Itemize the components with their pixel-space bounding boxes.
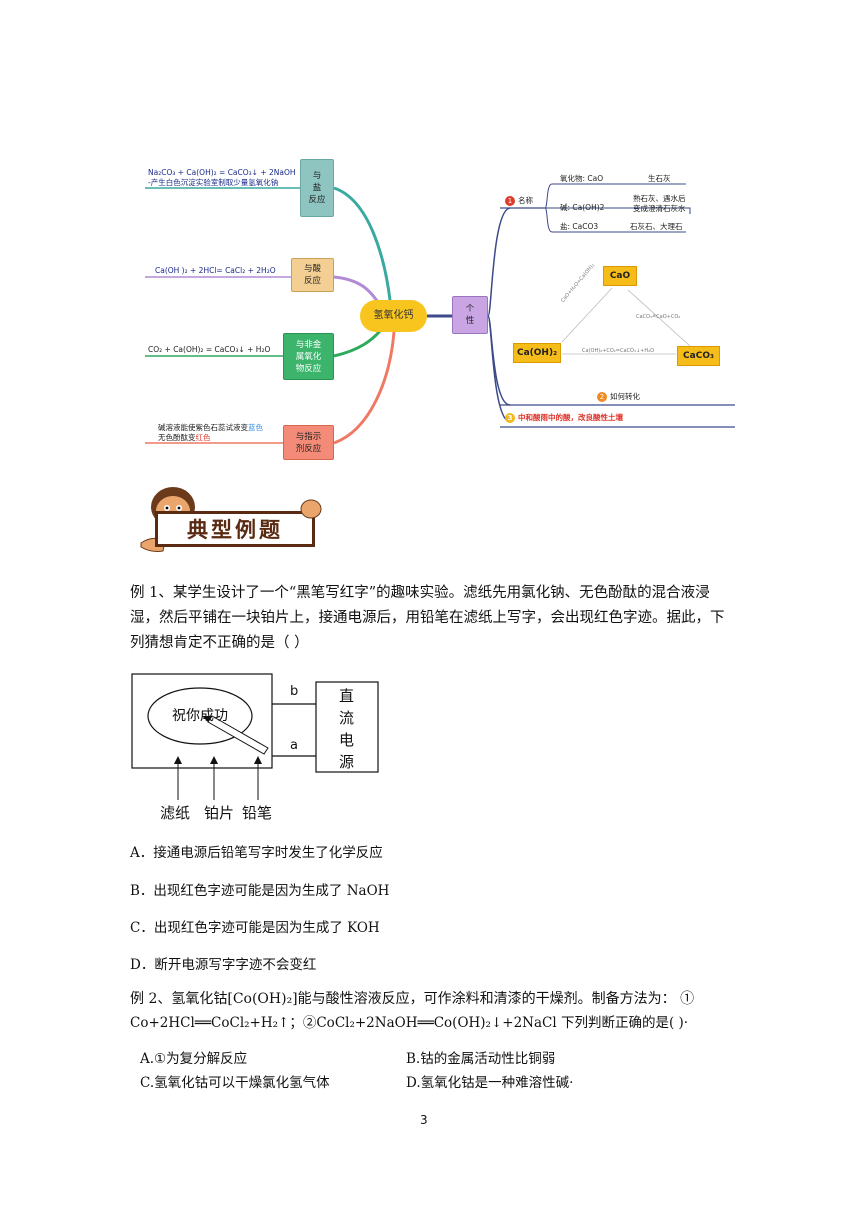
reaction-caoh2-to-caco3: Ca(OH)₂+CO₂=CaCO₃↓+H₂O — [582, 348, 655, 354]
node-oxide-reaction: 与非金 属氧化 物反应 — [283, 333, 334, 380]
node-indicator-reaction: 与指示 剂反应 — [283, 425, 334, 460]
apparatus-lines — [131, 673, 379, 800]
mind-map: Na₂CO₃ + Ca(OH)₂ = CaCO₃↓ + 2NaOH -产生白色沉… — [0, 0, 860, 470]
pencil-label: 铅笔 — [242, 804, 273, 822]
typical-examples-banner: 典型例题 — [135, 481, 322, 566]
example-1-option-c: C．出现红色字迹可能是因为生成了 KOH — [130, 920, 380, 936]
example-1-option-a: A．接通电源后铅笔写字时发生了化学反应 — [130, 845, 383, 861]
number-badge-2: 2 — [597, 392, 607, 402]
example-2-question-line-2: Co+2HCl══CoCl₂+H₂↑；②CoCl₂+2NaOH══Co(OH)₂… — [130, 1015, 689, 1031]
number-badge-3: 3 — [505, 413, 515, 423]
example-2-option-d: D.氢氧化钴是一种难溶性碱· — [406, 1075, 574, 1091]
number-badge-1: 1 — [505, 196, 515, 206]
power-label-1: 直 — [339, 687, 355, 705]
node-individuality: 个 性 — [452, 296, 488, 334]
salt-note: -产生白色沉淀实验室制取少量氢氧化钠 — [148, 178, 279, 187]
box-caco3: CaCO₃ — [677, 346, 720, 366]
indicator-line-2: 无色酚酞变红色 — [158, 433, 211, 442]
terminal-a-label: a — [290, 738, 298, 753]
example-1-question: 例 1、某学生设计了一个“黑笔写红字”的趣味实验。滤纸先用氯化钠、无色酚酞的混合… — [130, 585, 725, 651]
ellipse-text: 祝你成功 — [172, 708, 228, 724]
example-1-option-d: D．断开电源写字字迹不会变红 — [130, 957, 317, 973]
example-2-option-a: A.①为复分解反应 — [140, 1051, 248, 1067]
oxide-equation: CO₂ + Ca(OH)₂ = CaCO₃↓ + H₂O — [148, 345, 271, 354]
example-1-option-b: B．出现红色字迹可能是因为生成了 NaOH — [130, 883, 390, 899]
power-label-3: 电 — [339, 731, 355, 749]
power-label-4: 源 — [339, 753, 355, 771]
example-2-option-c: C.氢氧化钴可以干燥氯化氢气体 — [140, 1075, 330, 1091]
mind-map-lines — [145, 183, 735, 445]
name-oxide-common: 生石灰 — [648, 174, 671, 183]
node-acid-reaction: 与酸 反应 — [291, 258, 334, 292]
example-2-option-b: B.钴的金属活动性比铜弱 — [406, 1051, 556, 1067]
name-oxide-kind: 氧化物: CaO — [560, 174, 604, 183]
name-salt-kind: 盐: CaCO3 — [560, 222, 599, 231]
name-base-common: 熟石灰、遇水后 变成澄清石灰水 — [633, 194, 686, 213]
box-cao: CaO — [603, 266, 637, 286]
power-label-2: 流 — [339, 709, 355, 727]
indicator-line-1: 碱溶液能使紫色石蕊试液变蓝色 — [158, 423, 263, 432]
salt-equation: Na₂CO₃ + Ca(OH)₂ = CaCO₃↓ + 2NaOH — [148, 168, 296, 177]
node-salt-reaction: 与 盐 反应 — [300, 159, 334, 217]
box-caoh2: Ca(OH)₂ — [513, 343, 561, 363]
page-number: 3 — [420, 1113, 428, 1127]
hand-icon — [300, 499, 322, 519]
terminal-b-label: b — [290, 684, 299, 699]
name-base-kind: 碱: Ca(OH)2 — [560, 203, 605, 212]
example-2-question-line-1: 例 2、氢氧化钴[Co(OH)₂]能与酸性溶液反应，可作涂料和清漆的干燥剂。制备… — [130, 991, 695, 1007]
electrolysis-apparatus-diagram: 祝你成功 b a 直 流 电 源 滤纸 铂片 铅笔 — [130, 672, 390, 824]
acid-equation: Ca(OH )₂ + 2HCl= CaCl₂ + 2H₂O — [155, 266, 276, 275]
banner-title: 典型例题 — [187, 517, 283, 542]
filter-paper-label: 滤纸 — [160, 804, 191, 822]
node-center: 氢氧化钙 — [360, 300, 427, 332]
reaction-caco3-to-cao: CaCO₃≜CaO+CO₂ — [636, 314, 681, 320]
name-salt-common: 石灰石、大理石 — [630, 222, 683, 231]
banner-board: 典型例题 — [155, 511, 315, 547]
platinum-plate-label: 铂片 — [204, 804, 235, 822]
